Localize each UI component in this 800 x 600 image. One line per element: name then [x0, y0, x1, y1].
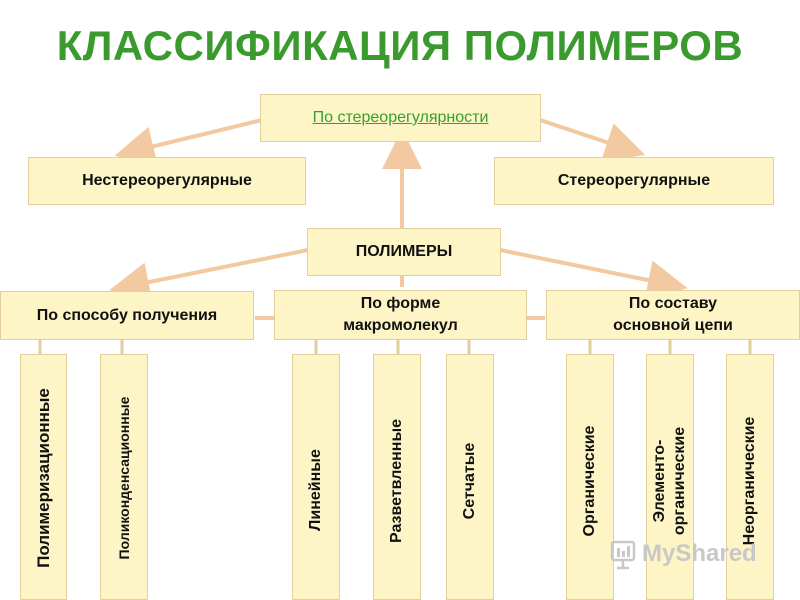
category-composition-line2: основной цепи	[613, 317, 733, 334]
category-form-box: По форме макромолекул	[274, 290, 527, 340]
link-root-to-composition	[499, 248, 688, 300]
root-label: ПОЛИМЕРЫ	[355, 243, 453, 260]
stereo-box: Стереорегулярные	[494, 157, 774, 205]
leaf-network-label: Сетчатые	[461, 442, 478, 520]
stereo-label: Стереорегулярные	[557, 172, 711, 189]
link-stereo-to-stereo	[539, 118, 646, 162]
leaf-elementoorganic-line1: Элементо-	[651, 439, 668, 523]
root-box: ПОЛИМЕРЫ	[307, 228, 501, 276]
category-composition-line1: По составу	[628, 295, 718, 312]
nonstereo-label: Нестереорегулярные	[82, 172, 252, 189]
leaf-network-box: Сетчатые	[446, 354, 494, 600]
leaf-polycondensation-label: Поликонденсационные	[116, 396, 132, 560]
leaf-inorganic-label: Неорганические	[741, 416, 758, 546]
category-form-line2: макромолекул	[343, 317, 458, 334]
leaf-linear-label: Линейные	[307, 449, 324, 531]
leaf-linear-box: Линейные	[292, 354, 340, 600]
stereo-header-link[interactable]: По стереорегулярности	[312, 109, 489, 126]
leaf-elementoorganic-line2: органические	[671, 426, 688, 536]
leaf-inorganic-box: Неорганические	[726, 354, 774, 600]
watermark-logo-icon	[610, 540, 636, 570]
category-form-line1: По форме	[360, 295, 441, 312]
watermark-text: MyShared	[642, 540, 757, 567]
nonstereo-box: Нестереорегулярные	[28, 157, 306, 205]
link-root-to-method	[109, 248, 309, 302]
leaf-organic-label: Органические	[581, 425, 598, 537]
category-composition-box: По составу основной цепи	[546, 290, 800, 340]
leaf-polymerization-box: Полимеризационные	[20, 354, 67, 600]
leaf-polycondensation-box: Поликонденсационные	[100, 354, 148, 600]
category-method-label: По способу получения	[36, 306, 218, 324]
link-stereo-to-nonstereo	[114, 118, 263, 166]
leaf-branched-box: Разветвленные	[373, 354, 421, 600]
page-title: КЛАССИФИКАЦИЯ ПОЛИМЕРОВ	[56, 22, 744, 69]
leaf-organic-box: Органические	[566, 354, 614, 600]
category-method-box: По способу получения	[0, 291, 254, 340]
stereo-header-box[interactable]: По стереорегулярности	[260, 94, 541, 142]
leaf-branched-label: Разветвленные	[388, 418, 405, 544]
leaf-elementoorganic-label: Элементо- органические	[650, 427, 690, 535]
leaf-polymerization-label: Полимеризационные	[33, 388, 53, 568]
